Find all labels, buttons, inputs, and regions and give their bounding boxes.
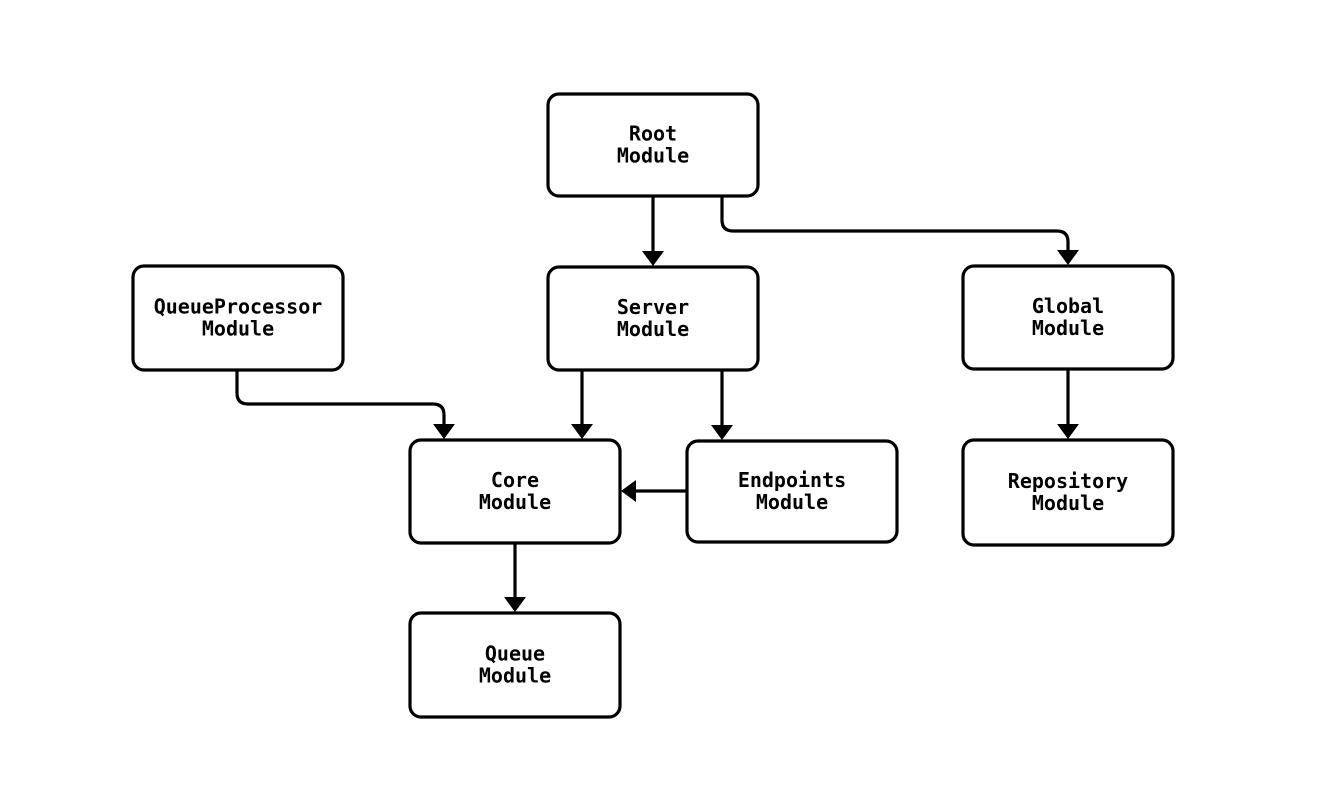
endpoints-module-node-label-line1: Endpoints <box>738 468 846 492</box>
core-module-node-label-line1: Core <box>491 468 539 492</box>
core-module-node-box[interactable] <box>408 438 622 545</box>
edge-server-to-endpoints <box>711 370 733 440</box>
server-module-node-box[interactable] <box>546 265 760 372</box>
root-module-node-label-line2: Module <box>617 144 689 168</box>
edge-core-to-queue <box>504 543 526 612</box>
edge-global-to-repository <box>1057 369 1079 439</box>
edge-endpoints-to-core-arrowhead <box>621 480 636 502</box>
queueprocessor-module-node-label-line1: QueueProcessor <box>154 295 323 319</box>
edge-endpoints-to-core <box>621 480 687 502</box>
edge-root-to-server-arrowhead <box>642 251 664 266</box>
edge-core-to-queue-arrowhead <box>504 597 526 612</box>
root-module-node-box[interactable] <box>546 92 760 198</box>
global-module-node-label-line2: Module <box>1032 316 1104 340</box>
global-module-node-box[interactable] <box>961 264 1175 371</box>
core-module-node-label-line2: Module <box>479 490 551 514</box>
queueprocessor-module-node-label-line2: Module <box>202 317 274 341</box>
nodes-layer: RootModuleQueueProcessorModuleServerModu… <box>131 92 1175 719</box>
edge-root-to-global <box>720 196 1079 265</box>
global-module-node-label-line1: Global <box>1032 294 1104 318</box>
endpoints-module-node-label-line2: Module <box>756 490 828 514</box>
endpoints-module-node-box[interactable] <box>685 439 899 544</box>
queue-module-node-label-line2: Module <box>479 664 551 688</box>
edge-root-to-global-arrowhead <box>1057 250 1079 265</box>
edge-queueprocessor-to-core <box>235 370 455 439</box>
edge-server-to-core <box>571 370 593 439</box>
edge-root-to-server <box>642 196 664 266</box>
root-module-node-label-line1: Root <box>629 122 677 146</box>
edges-layer <box>235 196 1079 612</box>
queue-module-node-label-line1: Queue <box>485 642 545 666</box>
server-module-node-label-line1: Server <box>617 295 689 319</box>
edge-server-to-endpoints-arrowhead <box>711 425 733 440</box>
repository-module-node-label-line1: Repository <box>1008 469 1128 493</box>
edge-server-to-core-arrowhead <box>571 424 593 439</box>
server-module-node-label-line2: Module <box>617 317 689 341</box>
repository-module-node-box[interactable] <box>961 438 1175 547</box>
edge-global-to-repository-arrowhead <box>1057 424 1079 439</box>
edge-root-to-global-line <box>720 196 1070 253</box>
repository-module-node-label-line2: Module <box>1032 491 1104 515</box>
queue-module-node-box[interactable] <box>408 611 622 719</box>
queueprocessor-module-node-box[interactable] <box>131 264 345 372</box>
edge-queueprocessor-to-core-line <box>235 370 446 427</box>
edge-queueprocessor-to-core-arrowhead <box>433 424 455 439</box>
